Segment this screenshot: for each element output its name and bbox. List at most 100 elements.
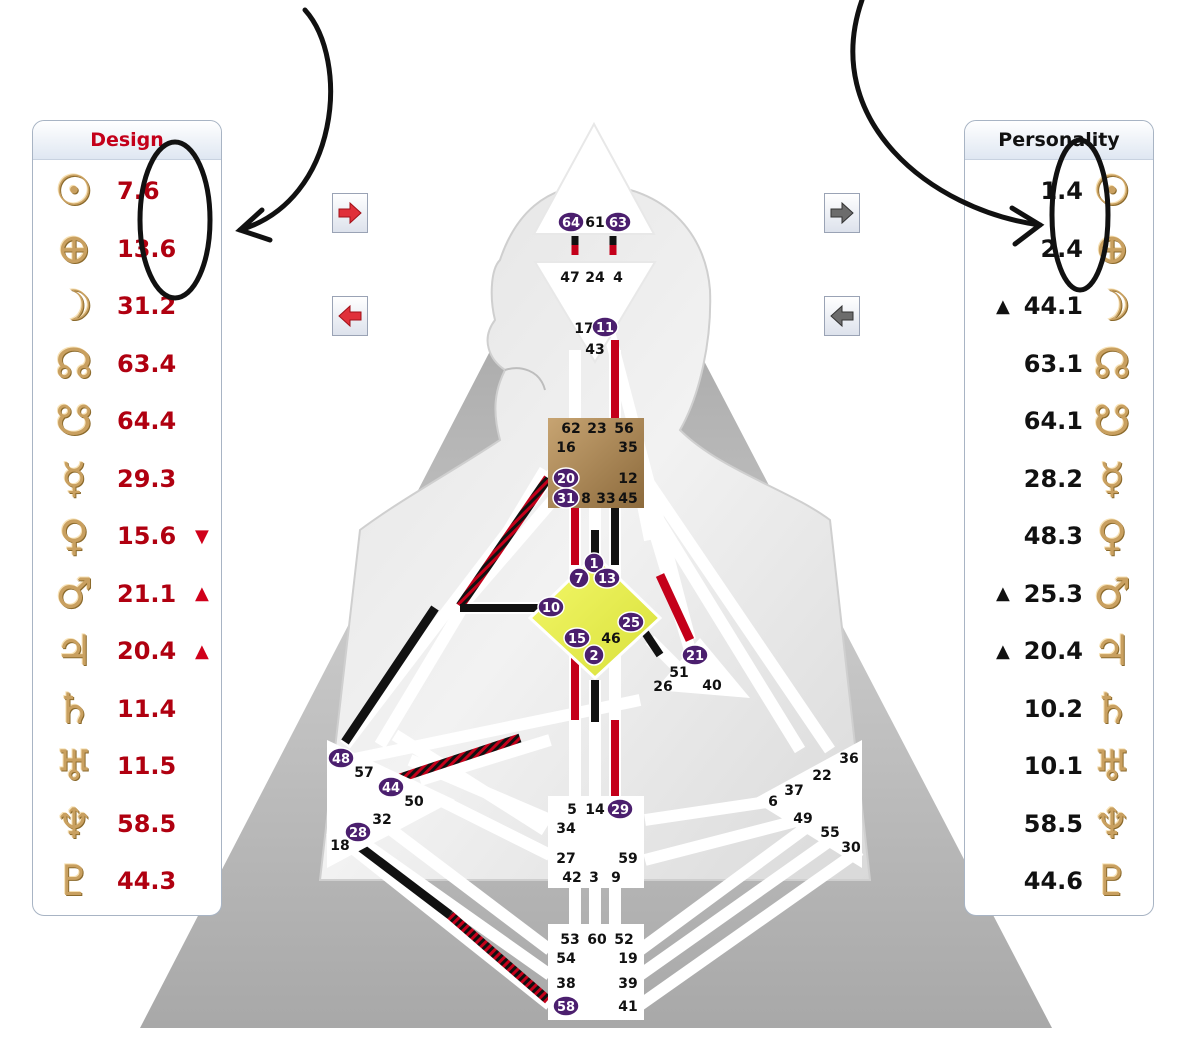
gate-14: 14 bbox=[585, 802, 605, 818]
gate-45: 45 bbox=[618, 491, 637, 507]
svg-text:6: 6 bbox=[768, 794, 778, 810]
arrow-right-red-icon bbox=[338, 201, 362, 225]
gate-20: 20 bbox=[552, 467, 580, 489]
gate-34: 34 bbox=[556, 821, 576, 837]
svg-text:38: 38 bbox=[556, 976, 575, 992]
personality-row-saturn: ♄ 10.2 bbox=[992, 683, 1135, 735]
personality-value: 25.3 bbox=[1023, 579, 1083, 608]
ajna-center bbox=[533, 261, 657, 364]
gate-2: 2 bbox=[583, 644, 605, 666]
design-row-mercury: ☿29.3 bbox=[51, 453, 215, 505]
saturn-icon: ♄ bbox=[55, 683, 93, 733]
gate-4: 4 bbox=[613, 270, 623, 286]
personality-value: 10.1 bbox=[1023, 752, 1083, 780]
personality-row-south-node: ☋64.1 bbox=[992, 395, 1135, 447]
gate-35: 35 bbox=[618, 440, 637, 456]
svg-text:53: 53 bbox=[560, 932, 579, 948]
gate-23: 23 bbox=[587, 421, 606, 437]
svg-text:10: 10 bbox=[542, 601, 560, 616]
gate-29: 29 bbox=[606, 798, 634, 820]
gate-8: 8 bbox=[581, 491, 591, 507]
gate-17: 17 bbox=[574, 321, 593, 337]
svg-text:22: 22 bbox=[812, 768, 831, 784]
personality-row-uranus: ♅10.1 bbox=[992, 740, 1135, 792]
svg-text:26: 26 bbox=[653, 679, 672, 695]
svg-text:14: 14 bbox=[585, 802, 605, 818]
gate-33: 33 bbox=[596, 491, 615, 507]
svg-text:51: 51 bbox=[669, 665, 688, 681]
gate-21: 21 bbox=[681, 644, 709, 666]
pluto-icon: ♇ bbox=[1093, 856, 1131, 905]
svg-text:30: 30 bbox=[841, 840, 861, 856]
gate-15: 15 bbox=[563, 627, 591, 649]
mars-icon: ♂ bbox=[1093, 568, 1131, 618]
svg-text:17: 17 bbox=[574, 321, 593, 337]
north-node-icon: ☊ bbox=[55, 338, 93, 388]
svg-text:16: 16 bbox=[556, 440, 575, 456]
venus-icon: ♀ bbox=[1096, 511, 1128, 560]
design-value: 44.3 bbox=[117, 867, 177, 895]
gate-60: 60 bbox=[587, 932, 607, 948]
gate-39: 39 bbox=[618, 976, 637, 992]
svg-text:7: 7 bbox=[574, 572, 583, 587]
arrow-right-gray-icon bbox=[830, 201, 854, 225]
design-value: 13.6 bbox=[117, 234, 177, 263]
design-value: 21.1 bbox=[117, 579, 177, 608]
svg-text:36: 36 bbox=[839, 751, 858, 767]
gate-7: 7 bbox=[568, 567, 590, 589]
svg-text:21: 21 bbox=[686, 649, 704, 664]
gate-37: 37 bbox=[784, 783, 803, 799]
design-next-button[interactable] bbox=[332, 193, 368, 233]
up-triangle-icon: ▲ bbox=[195, 583, 209, 604]
personality-next-button[interactable] bbox=[824, 193, 860, 233]
svg-text:41: 41 bbox=[618, 999, 637, 1015]
gate-13: 13 bbox=[593, 567, 621, 589]
gate-56: 56 bbox=[614, 421, 633, 437]
personality-value: 58.5 bbox=[1023, 809, 1083, 838]
svg-text:15: 15 bbox=[568, 632, 586, 647]
svg-text:25: 25 bbox=[622, 616, 640, 631]
gate-26: 26 bbox=[653, 679, 672, 695]
design-panel-title: Design bbox=[33, 121, 221, 160]
gate-46: 46 bbox=[601, 631, 620, 647]
venus-icon: ♀ bbox=[58, 511, 90, 560]
personality-row-mercury: ☿28.2 bbox=[992, 453, 1135, 505]
svg-text:59: 59 bbox=[618, 851, 637, 867]
gate-43: 43 bbox=[585, 342, 604, 358]
design-row-mars: ♂21.1▲ bbox=[51, 568, 215, 620]
svg-text:23: 23 bbox=[587, 421, 606, 437]
design-row-south-node: ☋64.4 bbox=[51, 395, 215, 447]
gate-40: 40 bbox=[702, 678, 722, 694]
up-triangle-icon: ▲ bbox=[995, 640, 1010, 662]
gate-22: 22 bbox=[812, 768, 831, 784]
design-row-earth: ⊕13.6 bbox=[51, 223, 215, 275]
gate-12: 12 bbox=[618, 471, 637, 487]
svg-text:50: 50 bbox=[404, 794, 424, 810]
ego-center bbox=[655, 638, 750, 698]
saturn-icon: ♄ bbox=[1093, 683, 1131, 733]
svg-text:40: 40 bbox=[702, 678, 722, 694]
earth-icon: ⊕ bbox=[1094, 223, 1130, 273]
svg-text:55: 55 bbox=[820, 825, 839, 841]
svg-text:8: 8 bbox=[581, 491, 591, 507]
neptune-icon: ♆ bbox=[55, 798, 93, 848]
gate-32: 32 bbox=[372, 812, 391, 828]
pluto-icon: ♇ bbox=[55, 856, 93, 905]
design-row-neptune: ♆ 58.5 bbox=[51, 798, 215, 850]
jupiter-icon: ♃ bbox=[1093, 626, 1131, 675]
gate-28: 28 bbox=[344, 821, 372, 843]
gate-58: 58 bbox=[552, 995, 580, 1017]
personality-prev-button[interactable] bbox=[824, 296, 860, 336]
design-value: 58.5 bbox=[117, 809, 177, 838]
svg-text:45: 45 bbox=[618, 491, 637, 507]
design-prev-button[interactable] bbox=[332, 296, 368, 336]
design-row-uranus: ♅11.5 bbox=[51, 740, 215, 792]
gate-54: 54 bbox=[556, 951, 576, 967]
gate-61: 61 bbox=[585, 215, 604, 231]
personality-value: 1.4 bbox=[1040, 177, 1083, 205]
personality-value: 10.2 bbox=[1023, 694, 1083, 723]
gate-30: 30 bbox=[841, 840, 861, 856]
design-row-moon: ☽31.2 bbox=[51, 280, 215, 332]
mercury-icon: ☿ bbox=[61, 453, 87, 503]
gate-41: 41 bbox=[618, 999, 637, 1015]
